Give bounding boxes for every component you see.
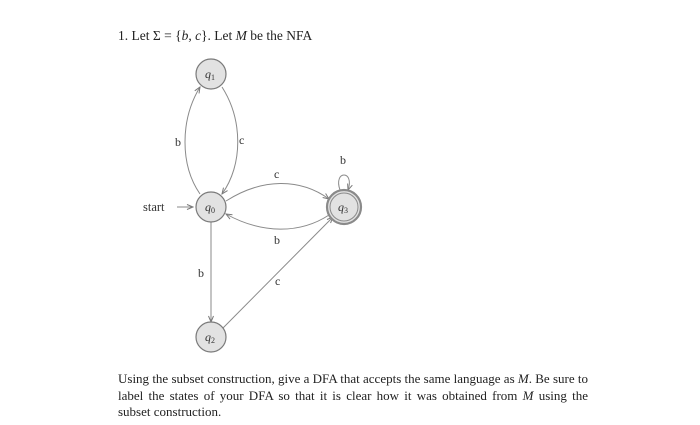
machine-name: M bbox=[235, 28, 247, 43]
state-q1: q1 bbox=[195, 58, 227, 90]
alphabet-comma: , bbox=[188, 28, 196, 43]
edge-label-q3-loop: b bbox=[340, 153, 346, 167]
instructions-machine-2: M bbox=[522, 387, 534, 403]
state-q1-sub: 1 bbox=[211, 73, 215, 82]
edge-q1-q0 bbox=[222, 86, 239, 194]
start-label: start bbox=[143, 200, 165, 214]
problem-tail: be the NFA bbox=[246, 28, 313, 43]
instructions-part2: . Be sure to label the states of your DF… bbox=[118, 371, 588, 403]
alphabet-symbol-c: c bbox=[195, 28, 202, 43]
problem-lead: Let Σ = { bbox=[131, 28, 182, 43]
edge-label-q1-q0: c bbox=[239, 133, 244, 147]
edge-q2-q3 bbox=[222, 217, 333, 329]
state-q2-sub: 2 bbox=[211, 336, 215, 345]
state-q1-name: q bbox=[205, 67, 211, 81]
state-q2-name: q bbox=[205, 330, 211, 344]
state-q0-sub: 0 bbox=[211, 206, 215, 215]
svg-text:q3: q3 bbox=[338, 200, 348, 215]
svg-text:q2: q2 bbox=[205, 330, 215, 345]
problem-number: 1. bbox=[118, 28, 129, 43]
edge-label-q3-q0: b bbox=[274, 233, 280, 247]
problem-close: }. Let bbox=[201, 28, 236, 43]
state-q3-sub: 3 bbox=[344, 206, 348, 215]
state-q3-accepting: q3 bbox=[325, 188, 363, 226]
edge-label-q0-q1: b bbox=[175, 135, 181, 149]
svg-text:q0: q0 bbox=[205, 200, 215, 215]
edge-q3-self-loop bbox=[338, 174, 350, 190]
state-q0-name: q bbox=[205, 200, 211, 214]
problem-statement: 1. Let Σ = {b, c}. Let M be the NFA bbox=[118, 28, 312, 44]
svg-text:q1: q1 bbox=[205, 67, 215, 82]
edge-q0-q1 bbox=[184, 87, 200, 195]
edge-label-q0-q2: b bbox=[198, 266, 204, 280]
alphabet-symbol-b: b bbox=[181, 28, 189, 43]
instructions-machine-1: M bbox=[517, 371, 529, 386]
state-q0: q0 bbox=[195, 191, 227, 223]
state-q2: q2 bbox=[195, 321, 227, 353]
edge-label-q0-q3: c bbox=[274, 167, 279, 181]
instructions-part3: using the subset construction. bbox=[118, 387, 588, 420]
edge-label-q2-q3: c bbox=[275, 274, 280, 288]
edge-q0-q3 bbox=[225, 183, 329, 202]
edge-q3-q0 bbox=[226, 214, 330, 230]
instructions-part1: Using the subset construction, give a DF… bbox=[118, 371, 518, 386]
instructions-paragraph: Using the subset construction, give a DF… bbox=[118, 371, 588, 421]
state-q3-name: q bbox=[338, 200, 344, 214]
